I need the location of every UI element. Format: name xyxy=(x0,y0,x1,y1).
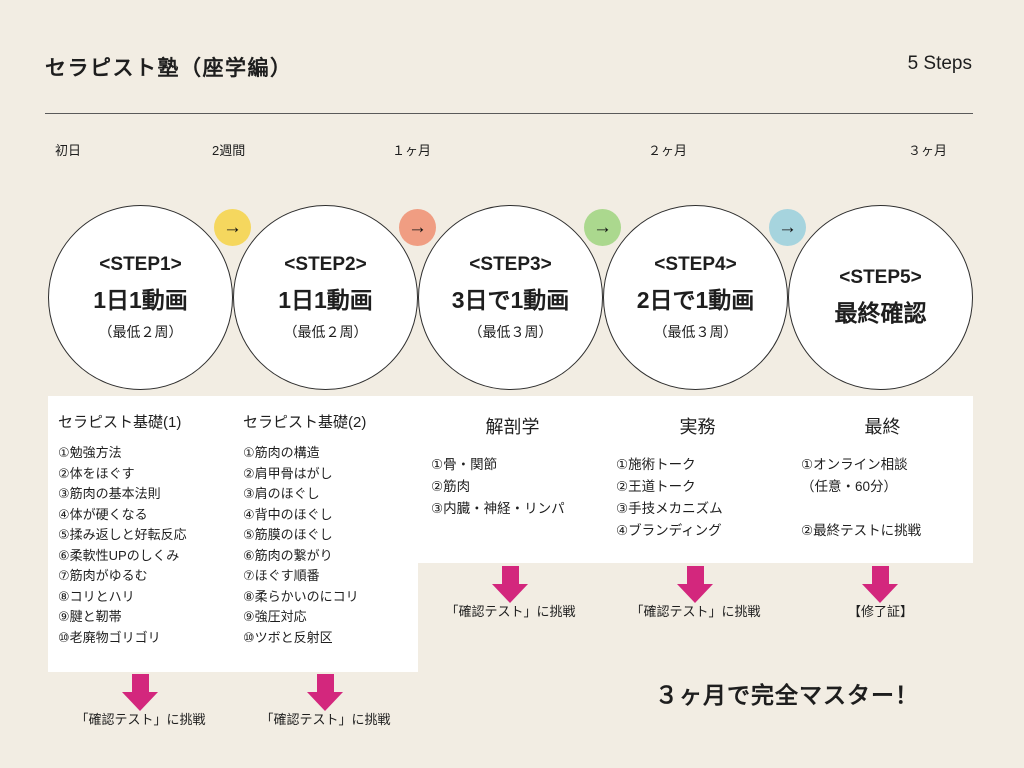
step3-column: <STEP3> 3日で1動画 （最低３周） 解剖学 ①骨・関節 ②筋肉 ③内臓・… xyxy=(418,205,603,768)
step2-content-box: セラピスト基礎(2) ①筋肉の構造 ②肩甲骨はがし ③肩のほぐし ④背中のほぐし… xyxy=(233,396,418,672)
step4-footer-label: 「確認テスト」に挑戦 xyxy=(630,604,761,619)
connector-badge-4: → xyxy=(769,209,806,246)
timeline-label-1month: １ヶ月 xyxy=(392,143,432,158)
step1-subtitle: （最低２周） xyxy=(98,323,183,340)
step5-footer-label: 【修了証】 xyxy=(847,604,913,619)
step2-circle: <STEP2> 1日1動画 （最低２周） xyxy=(233,205,418,390)
step2-footer-label: 「確認テスト」に挑戦 xyxy=(260,712,391,727)
step1-category-title: セラピスト基礎(1) xyxy=(58,414,182,431)
step4-category-title: 実務 xyxy=(679,417,716,437)
step1-footer-label: 「確認テスト」に挑戦 xyxy=(75,712,206,727)
step2-tag: <STEP2> xyxy=(284,253,367,275)
arrow-right-icon: → xyxy=(223,216,242,238)
step1-circle: <STEP1> 1日1動画 （最低２周） xyxy=(48,205,233,390)
page-title: セラピスト塾（座学編） xyxy=(45,57,293,80)
step2-subtitle: （最低２周） xyxy=(283,323,368,340)
timeline-label-2months: ２ヶ月 xyxy=(648,143,688,158)
step3-title: 3日で1動画 xyxy=(451,286,570,313)
step3-content-box: 解剖学 ①骨・関節 ②筋肉 ③内臓・神経・リンパ xyxy=(418,396,603,563)
arrow-right-icon: → xyxy=(593,216,612,238)
step3-circle: <STEP3> 3日で1動画 （最低３周） xyxy=(418,205,603,390)
step2-item-list: ①筋肉の構造 ②肩甲骨はがし ③肩のほぐし ④背中のほぐし ⑤筋膜のほぐし ⑥筋… xyxy=(243,445,359,645)
step3-subtitle: （最低３周） xyxy=(468,323,553,340)
down-arrow-icon xyxy=(492,566,529,603)
down-arrow-icon xyxy=(122,674,159,711)
step5-category-title: 最終 xyxy=(864,417,901,437)
down-arrow-icon xyxy=(307,674,344,711)
step5-title: 最終確認 xyxy=(834,300,927,326)
step3-tag: <STEP3> xyxy=(469,253,552,275)
step4-item-list: ①施術トーク ②王道トーク ③手技メカニズム ④ブランディング xyxy=(616,457,723,538)
step1-tag: <STEP1> xyxy=(99,253,182,275)
timeline-label-3months: ３ヶ月 xyxy=(908,143,948,158)
step2-category-title: セラピスト基礎(2) xyxy=(243,414,367,431)
step4-tag: <STEP4> xyxy=(654,253,737,275)
step3-item-list: ①骨・関節 ②筋肉 ③内臓・神経・リンパ xyxy=(431,457,565,516)
step5-column: <STEP5> 最終確認 最終 ①オンライン相談 （任意・60分） ②最終テスト… xyxy=(788,205,973,768)
step3-footer-label: 「確認テスト」に挑戦 xyxy=(445,604,576,619)
step4-content-box: 実務 ①施術トーク ②王道トーク ③手技メカニズム ④ブランディング xyxy=(603,396,788,563)
step1-column: <STEP1> 1日1動画 （最低２周） セラピスト基礎(1) ①勉強方法 ②体… xyxy=(48,205,233,768)
step4-subtitle: （最低３周） xyxy=(653,323,738,340)
step1-item-list: ①勉強方法 ②体をほぐす ③筋肉の基本法則 ④体が硬くなる ⑤揉み返しと好転反応… xyxy=(58,445,187,645)
step2-column: <STEP2> 1日1動画 （最低２周） セラピスト基礎(2) ①筋肉の構造 ②… xyxy=(233,205,418,768)
down-arrow-icon xyxy=(677,566,714,603)
down-arrow-icon xyxy=(862,566,899,603)
arrow-right-icon: → xyxy=(778,216,797,238)
connector-badge-2: → xyxy=(399,209,436,246)
step5-content-box: 最終 ①オンライン相談 （任意・60分） ②最終テストに挑戦 xyxy=(788,396,973,563)
step5-item-list: ①オンライン相談 （任意・60分） ②最終テストに挑戦 xyxy=(801,457,922,538)
timeline-label-day1: 初日 xyxy=(55,143,82,158)
arrow-right-icon: → xyxy=(408,216,427,238)
step1-title: 1日1動画 xyxy=(93,286,188,313)
step5-tag: <STEP5> xyxy=(839,267,922,288)
connector-badge-3: → xyxy=(584,209,621,246)
step2-title: 1日1動画 xyxy=(278,286,373,313)
step4-circle: <STEP4> 2日で1動画 （最低３周） xyxy=(603,205,788,390)
steps-count-label: 5 Steps xyxy=(907,53,972,74)
timeline-label-2weeks: 2週間 xyxy=(212,143,246,158)
header-divider xyxy=(45,113,973,114)
mastery-note: ３ヶ月で完全マスター！ xyxy=(655,682,919,708)
connector-badge-1: → xyxy=(214,209,251,246)
step4-title: 2日で1動画 xyxy=(636,286,755,313)
step1-content-box: セラピスト基礎(1) ①勉強方法 ②体をほぐす ③筋肉の基本法則 ④体が硬くなる… xyxy=(48,396,233,672)
step5-circle: <STEP5> 最終確認 xyxy=(788,205,973,390)
step3-category-title: 解剖学 xyxy=(485,417,540,437)
step4-column: <STEP4> 2日で1動画 （最低３周） 実務 ①施術トーク ②王道トーク ③… xyxy=(603,205,788,768)
